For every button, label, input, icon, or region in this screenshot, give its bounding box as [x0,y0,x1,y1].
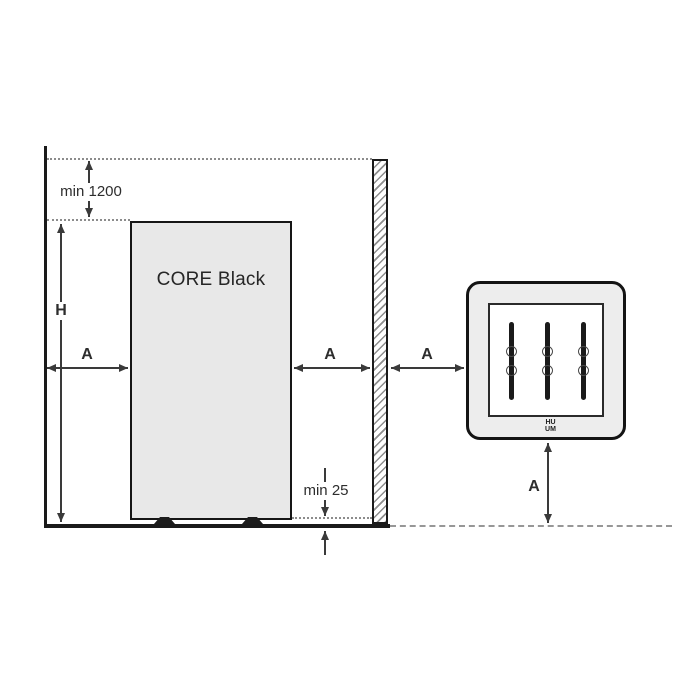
height-dimension-arrow [57,224,64,522]
min-25-lower-arrow [321,531,328,555]
min-25-label: min 25 [292,482,360,500]
element-ring [542,346,553,357]
height-label: H [50,302,72,320]
clearance-label-middle: A [320,346,340,364]
huum-logo: HU UM [540,419,561,433]
element-ring [542,365,553,376]
clearance-arrow-left [47,364,128,371]
heater-foot-left [154,517,175,524]
left-wall-line [44,146,47,528]
clearance-arrow-middle [294,364,370,371]
wall-section-hatched [372,159,388,524]
element-ring [578,365,589,376]
element-ring [578,346,589,357]
heater-foot-right [242,517,263,524]
element-ring [506,346,517,357]
heater-name-label: CORE Black [156,269,266,290]
heater-top-view: HU UM [466,281,626,440]
heater-bottom-guide-line [292,517,372,519]
clearance-label-right: A [417,346,437,364]
clearance-label-left: A [77,346,97,364]
heater-top-view-inner [488,303,604,417]
huum-logo-line1: HU [545,419,556,426]
heater-front-view: CORE Black [130,221,292,520]
huum-logo-line2: UM [545,425,556,433]
ceiling-guide-line [47,158,372,160]
heating-element-bar [545,322,550,400]
floor-dashed-line [390,525,672,527]
min-1200-label: min 1200 [53,183,129,201]
floor-line [44,524,390,528]
heating-element-bar [509,322,514,400]
clearance-arrow-bottom [544,443,551,523]
element-ring [506,365,517,376]
heating-element-bar [581,322,586,400]
clearance-arrow-right [391,364,464,371]
clearance-label-bottom: A [528,478,540,495]
heater-top-guide-line [47,219,130,221]
